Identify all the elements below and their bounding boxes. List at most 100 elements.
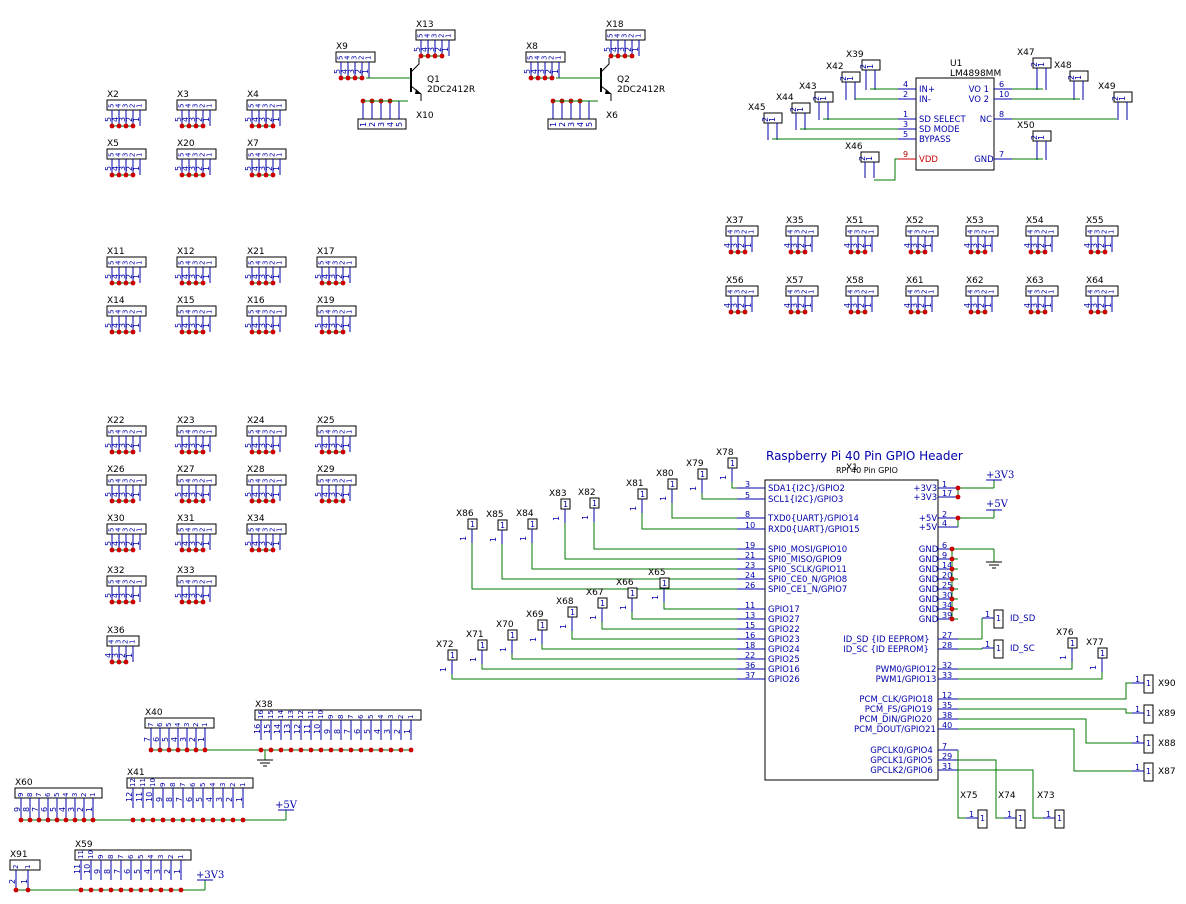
header-pin-number: 2 bbox=[125, 541, 134, 546]
header-body bbox=[9, 859, 41, 871]
header-pin-number: 6 bbox=[156, 722, 164, 727]
header-pin-number: 2 bbox=[125, 593, 134, 598]
junction-dot bbox=[249, 329, 255, 335]
header-body bbox=[905, 225, 939, 237]
gpio-pin-number: 12 bbox=[942, 691, 952, 700]
junction-dot bbox=[256, 123, 262, 129]
junction-dot bbox=[982, 249, 988, 255]
header-pin-number: 2 bbox=[354, 69, 363, 74]
gpio-pin-name: SPI0_MOSI/GPIO10 bbox=[768, 545, 847, 555]
header-pin-number: 2 bbox=[1097, 303, 1106, 308]
header-pin-number: 2 bbox=[195, 492, 204, 497]
gpio-pin-name: +3V3 bbox=[913, 484, 937, 494]
power-label-3v3: +3V3 bbox=[986, 470, 1014, 481]
header-pin-number: 2 bbox=[269, 479, 277, 483]
header-pin-number: 1 bbox=[206, 153, 214, 157]
header-ref: X50 bbox=[1017, 121, 1035, 131]
gpio-pin-number: 14 bbox=[942, 561, 952, 570]
header-pin-number: 3 bbox=[192, 580, 200, 584]
header-pin-number: 1 bbox=[342, 274, 351, 279]
gpio-pin-name: GPCLK0/GPIO4 bbox=[870, 746, 933, 756]
header-pin-number: 5 bbox=[104, 117, 113, 122]
header-body bbox=[725, 225, 759, 237]
header-ref: X33 bbox=[177, 566, 195, 576]
header-ref: X3 bbox=[177, 90, 189, 100]
header-pin-number: 2 bbox=[861, 290, 869, 294]
header-ref: X65 bbox=[648, 568, 666, 578]
header-body bbox=[1025, 285, 1059, 297]
header-pin-number: 4 bbox=[610, 47, 619, 52]
header-ref: X73 bbox=[1037, 791, 1055, 801]
header-pin-number: 1 bbox=[202, 323, 211, 328]
header-pin-number: 2 bbox=[125, 274, 134, 279]
header-pin-number: 3 bbox=[734, 290, 742, 294]
junction-dot bbox=[340, 498, 346, 504]
header-pin-number: 4 bbox=[967, 229, 975, 234]
gpio-pin-number: 1 bbox=[942, 480, 947, 489]
gpio-pin-name: PCM_FS/GPIO19 bbox=[865, 705, 932, 715]
header-pin-number: 5 bbox=[333, 69, 342, 74]
header-pin-number: 4 bbox=[115, 429, 123, 434]
gpio-wire bbox=[671, 503, 737, 519]
header-pin-number: 4 bbox=[251, 492, 260, 497]
header-pin-number: 1 bbox=[346, 310, 354, 314]
header-pin-number: 2 bbox=[339, 261, 347, 265]
header-pin-number: 3 bbox=[1030, 243, 1039, 248]
header-ref: X38 bbox=[255, 700, 273, 710]
power-label-5v: +5V bbox=[275, 800, 298, 811]
header-body bbox=[1143, 762, 1154, 782]
junction-dot bbox=[263, 449, 269, 455]
header-pin-number: 2 bbox=[199, 310, 207, 314]
header-ref: X35 bbox=[786, 216, 804, 226]
header-pin-number: 15 bbox=[263, 724, 272, 734]
junction-dot bbox=[116, 659, 122, 665]
header-pin-number: 2 bbox=[129, 479, 137, 483]
header-pin-number: 2 bbox=[628, 34, 636, 38]
junction-dot bbox=[855, 249, 861, 255]
header-pin-number: 1 bbox=[868, 230, 876, 234]
header-pin-number: 3 bbox=[118, 166, 127, 171]
transistor-ref: Q1 bbox=[427, 75, 440, 85]
header-pin-number: 5 bbox=[337, 56, 345, 60]
header-pin-number: 5 bbox=[248, 261, 256, 265]
header-pin-number: 4 bbox=[115, 309, 123, 314]
gpio-ref: X1 bbox=[846, 463, 858, 473]
header-pin-number: 1 bbox=[132, 274, 141, 279]
header-pin-number: 3 bbox=[914, 230, 922, 234]
header-pin-number: 6 bbox=[40, 807, 49, 812]
header-pin-number: 4 bbox=[174, 722, 182, 727]
header-ref: X64 bbox=[1086, 276, 1104, 286]
header-pin-number: 7 bbox=[179, 783, 187, 787]
header-body bbox=[977, 809, 988, 829]
header-pin-number: 4 bbox=[377, 714, 385, 719]
junction-dot bbox=[193, 449, 199, 455]
junction-dot bbox=[180, 817, 186, 823]
header-pin-number: 1 bbox=[581, 515, 590, 520]
junction-dot bbox=[319, 329, 325, 335]
header-pin-number: 1 bbox=[407, 715, 415, 719]
header-pin-number: 4 bbox=[723, 303, 732, 308]
header-ref: X89 bbox=[1158, 709, 1176, 719]
header-pin-number: 1 bbox=[206, 104, 214, 108]
header-pin-number: 2 bbox=[265, 541, 274, 546]
header-pin-number: 5 bbox=[104, 541, 113, 546]
header-pin-number: 1 bbox=[1044, 303, 1053, 308]
header-pin-number: 1 bbox=[748, 230, 756, 234]
header-body bbox=[144, 717, 215, 729]
header-pin-number: 3 bbox=[111, 653, 120, 658]
junction-dot bbox=[109, 280, 115, 286]
header-pin-number: 2 bbox=[857, 243, 866, 248]
gpio-pin-number: 38 bbox=[942, 711, 952, 720]
header-pin-number: 1 bbox=[549, 122, 558, 127]
header-pin-number: 1 bbox=[928, 290, 936, 294]
header-pin-number: 5 bbox=[199, 783, 207, 787]
header-pin-number: 11 bbox=[77, 850, 85, 859]
header-pin-number: 2 bbox=[1037, 303, 1046, 308]
header-pin-number: 8 bbox=[26, 793, 34, 797]
junction-dot bbox=[288, 747, 294, 753]
header-pin-number: 2 bbox=[1030, 62, 1039, 67]
header-pin-number: 1 bbox=[132, 541, 141, 546]
header-pin-number: 14 bbox=[277, 710, 285, 719]
header-pin-number: 2 bbox=[192, 723, 200, 727]
